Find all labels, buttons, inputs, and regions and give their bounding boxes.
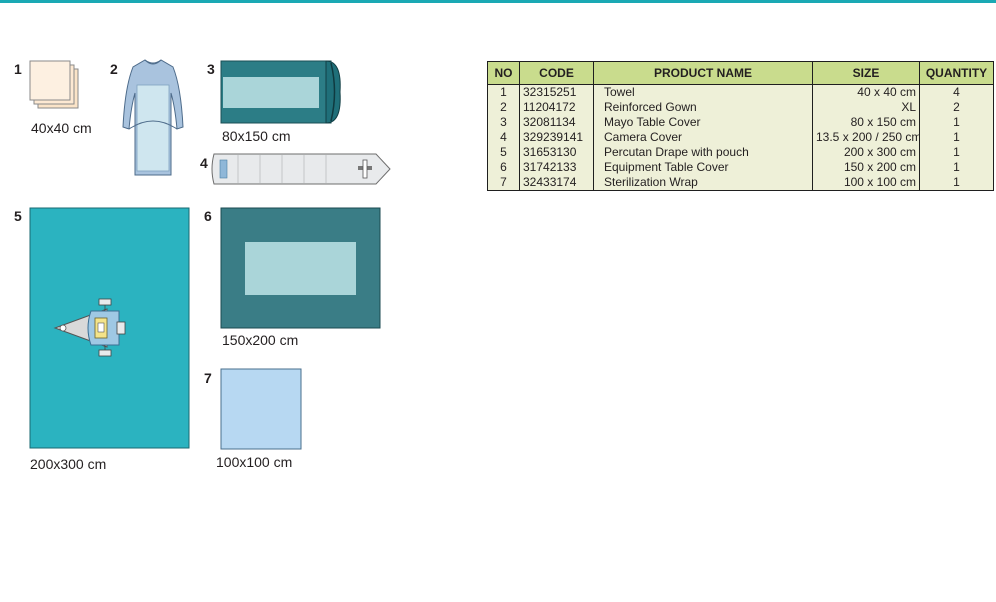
item-caption-3: 80x150 cm <box>222 128 291 144</box>
item-number-7: 7 <box>204 370 212 386</box>
gown-illustration <box>122 59 184 176</box>
cell-code: 32433174 <box>519 175 594 191</box>
cell-no: 2 <box>487 100 520 115</box>
item-number-3: 3 <box>207 61 215 77</box>
column-header-size: SIZE <box>812 61 920 85</box>
cell-product-name: Camera Cover <box>593 130 813 145</box>
cell-product-name: Percutan Drape with pouch <box>593 145 813 160</box>
cell-size: 200 x 300 cm <box>812 145 920 160</box>
cell-quantity: 1 <box>919 130 994 145</box>
table-row: 5 31653130 Percutan Drape with pouch 200… <box>487 145 994 160</box>
percutan-drape-illustration <box>29 207 190 449</box>
cell-no: 3 <box>487 115 520 130</box>
cell-code: 32081134 <box>519 115 594 130</box>
cell-quantity: 1 <box>919 160 994 175</box>
cell-quantity: 1 <box>919 115 994 130</box>
towel-illustration <box>29 60 79 109</box>
cell-quantity: 4 <box>919 84 994 100</box>
table-row: 3 32081134 Mayo Table Cover 80 x 150 cm … <box>487 115 994 130</box>
column-header-code: CODE <box>519 61 594 85</box>
item-number-2: 2 <box>110 61 118 77</box>
cell-code: 31742133 <box>519 160 594 175</box>
column-header-product-name: PRODUCT NAME <box>593 61 813 85</box>
item-number-6: 6 <box>204 208 212 224</box>
cell-code: 11204172 <box>519 100 594 115</box>
column-header-quantity: QUANTITY <box>919 61 994 85</box>
table-row: 2 11204172 Reinforced Gown XL 2 <box>487 100 994 115</box>
cell-no: 4 <box>487 130 520 145</box>
cell-quantity: 1 <box>919 175 994 191</box>
cell-product-name: Mayo Table Cover <box>593 115 813 130</box>
table-row: 6 31742133 Equipment Table Cover 150 x 2… <box>487 160 994 175</box>
cell-code: 32315251 <box>519 84 594 100</box>
table-row: 1 32315251 Towel 40 x 40 cm 4 <box>487 84 994 100</box>
item-caption-6: 150x200 cm <box>222 332 299 348</box>
cell-product-name: Towel <box>593 84 813 100</box>
equipment-cover-illustration <box>220 207 381 329</box>
item-number-1: 1 <box>14 61 22 77</box>
product-table: NO CODE PRODUCT NAME SIZE QUANTITY 1 323… <box>487 61 994 191</box>
column-header-no: NO <box>487 61 520 85</box>
cell-no: 7 <box>487 175 520 191</box>
cell-no: 6 <box>487 160 520 175</box>
cell-code: 329239141 <box>519 130 594 145</box>
cell-size: 80 x 150 cm <box>812 115 920 130</box>
cell-product-name: Reinforced Gown <box>593 100 813 115</box>
camera-cover-illustration <box>211 153 391 185</box>
cell-size: XL <box>812 100 920 115</box>
cell-size: 40 x 40 cm <box>812 84 920 100</box>
item-caption-1: 40x40 cm <box>31 120 92 136</box>
item-caption-5: 200x300 cm <box>30 456 107 472</box>
cell-code: 31653130 <box>519 145 594 160</box>
cell-product-name: Equipment Table Cover <box>593 160 813 175</box>
cell-product-name: Sterilization Wrap <box>593 175 813 191</box>
cell-size: 150 x 200 cm <box>812 160 920 175</box>
table-row: 7 32433174 Sterilization Wrap 100 x 100 … <box>487 175 994 191</box>
cell-quantity: 1 <box>919 145 994 160</box>
table-header-row: NO CODE PRODUCT NAME SIZE QUANTITY <box>487 61 994 85</box>
sterilization-wrap-illustration <box>220 368 302 450</box>
item-number-4: 4 <box>200 155 208 171</box>
table-row: 4 329239141 Camera Cover 13.5 x 200 / 25… <box>487 130 994 145</box>
cell-no: 5 <box>487 145 520 160</box>
mayo-cover-illustration <box>220 60 341 124</box>
item-caption-7: 100x100 cm <box>216 454 293 470</box>
cell-quantity: 2 <box>919 100 994 115</box>
cell-size: 13.5 x 200 / 250 cm <box>812 130 920 145</box>
item-number-5: 5 <box>14 208 22 224</box>
top-accent-line <box>0 0 996 3</box>
cell-no: 1 <box>487 84 520 100</box>
cell-size: 100 x 100 cm <box>812 175 920 191</box>
